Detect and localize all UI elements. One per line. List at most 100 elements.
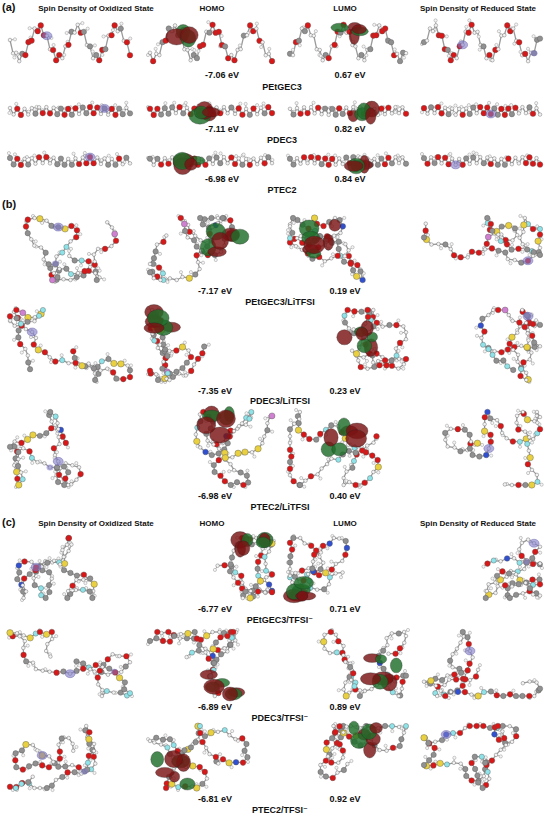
- fluorine-atom: [60, 250, 65, 255]
- oxygen-atom: [36, 155, 42, 161]
- nitrogen-atom: [340, 224, 346, 230]
- carbon-atom: [495, 112, 500, 117]
- hydrogen-atom: [8, 111, 11, 114]
- hydrogen-atom: [394, 111, 397, 114]
- oxygen-atom: [425, 161, 431, 167]
- hydrogen-atom: [343, 216, 346, 219]
- hydrogen-atom: [237, 157, 241, 161]
- hydrogen-atom: [233, 112, 237, 116]
- hydrogen-atom: [503, 33, 507, 37]
- orbital-lobe-negative: [323, 234, 333, 250]
- oxygen-atom: [516, 39, 522, 45]
- hydrogen-atom: [331, 253, 334, 256]
- carbon-atom: [64, 266, 69, 271]
- hydrogen-atom: [30, 156, 34, 160]
- oxygen-atom: [116, 156, 122, 162]
- hydrogen-atom: [487, 101, 490, 104]
- hydrogen-atom: [323, 259, 327, 263]
- hydrogen-atom: [62, 277, 66, 281]
- hydrogen-atom: [519, 50, 522, 53]
- hydrogen-atom: [433, 111, 437, 115]
- hydrogen-atom: [88, 265, 92, 269]
- hydrogen-atom: [92, 253, 96, 257]
- hydrogen-atom: [255, 112, 259, 116]
- oxygen-atom: [66, 42, 72, 48]
- hydrogen-atom: [535, 156, 539, 160]
- hydrogen-atom: [226, 161, 230, 165]
- hydrogen-atom: [255, 27, 259, 31]
- oxygen-atom: [247, 23, 253, 29]
- hydrogen-atom: [314, 30, 317, 33]
- hydrogen-atom: [67, 254, 71, 258]
- carbon-atom: [162, 105, 167, 110]
- hydrogen-atom: [431, 29, 435, 33]
- carbon-atom: [388, 40, 393, 45]
- hydrogen-atom: [302, 106, 306, 110]
- oxygen-atom: [151, 112, 157, 118]
- hydrogen-atom: [193, 234, 197, 238]
- oxygen-atom: [178, 215, 184, 221]
- hydrogen-atom: [106, 113, 110, 117]
- oxygen-atom: [527, 155, 533, 161]
- carbon-atom: [193, 272, 198, 277]
- orbital-lobe-negative: [180, 27, 198, 44]
- carbon-atom: [197, 215, 202, 220]
- hydrogen-atom: [83, 151, 86, 154]
- hydrogen-atom: [309, 105, 313, 109]
- hydrogen-atom: [476, 30, 480, 34]
- carbon-atom: [46, 262, 51, 267]
- oxygen-atom: [442, 155, 448, 161]
- hydrogen-atom: [52, 271, 56, 275]
- hydrogen-atom: [354, 45, 358, 49]
- oxygen-atom: [439, 111, 445, 117]
- hydrogen-atom: [526, 243, 529, 246]
- carbon-atom: [93, 52, 98, 57]
- hydrogen-atom: [440, 102, 443, 105]
- hydrogen-atom: [128, 162, 132, 166]
- oxygen-atom: [109, 106, 115, 112]
- hydrogen-atom: [434, 24, 438, 28]
- sulfur-atom: [353, 273, 359, 279]
- hydrogen-atom: [43, 263, 46, 266]
- hydrogen-atom: [189, 58, 193, 62]
- hydrogen-atom: [478, 48, 481, 51]
- hydrogen-atom: [87, 252, 90, 255]
- spin-density-isosurface: [85, 153, 95, 161]
- carbon-atom: [74, 274, 79, 279]
- orbital-lobe-negative: [185, 158, 198, 170]
- hydrogen-atom: [41, 161, 45, 165]
- carbon-atom: [336, 239, 341, 244]
- carbon-atom: [350, 268, 355, 273]
- carbon-atom: [11, 162, 16, 167]
- oxygen-atom: [177, 104, 183, 110]
- carbon-atom: [33, 111, 38, 116]
- oxygen-atom: [305, 23, 311, 29]
- hydrogen-atom: [73, 31, 77, 35]
- hydrogen-atom: [125, 106, 129, 110]
- oxygen-atom: [73, 106, 79, 112]
- hydrogen-atom: [286, 232, 289, 235]
- hydrogen-atom: [493, 157, 497, 161]
- carbon-atom: [428, 105, 433, 110]
- hydrogen-atom: [526, 59, 530, 63]
- carbon-atom: [341, 259, 346, 264]
- hydrogen-atom: [219, 152, 222, 155]
- hydrogen-atom: [200, 254, 203, 257]
- hydrogen-atom: [420, 111, 423, 114]
- hydrogen-atom: [61, 56, 65, 60]
- hydrogen-atom: [13, 38, 16, 41]
- carbon-atom: [147, 156, 152, 161]
- hydrogen-atom: [393, 48, 396, 51]
- carbon-atom: [432, 160, 437, 165]
- nitrogen-atom: [360, 277, 366, 283]
- oxygen-atom: [513, 105, 519, 111]
- carbon-atom: [502, 162, 507, 167]
- carbon-atom: [266, 154, 271, 159]
- hydrogen-atom: [32, 244, 36, 248]
- hydrogen-atom: [114, 104, 117, 107]
- carbon-atom: [84, 111, 89, 116]
- chemical-bond: [10, 40, 13, 53]
- spin-density-isosurface: [53, 223, 63, 231]
- hydrogen-atom: [475, 161, 479, 165]
- hydrogen-atom: [457, 157, 461, 161]
